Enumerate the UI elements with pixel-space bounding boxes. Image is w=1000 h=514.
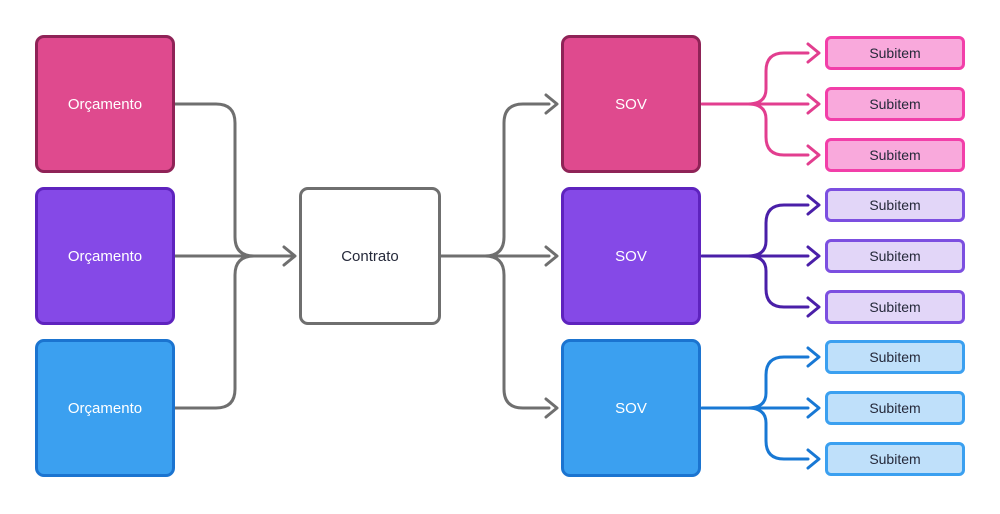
arrow-fork-to-sov2	[483, 245, 559, 267]
sov-node-2: SOV	[561, 187, 701, 325]
arrow-sov1-to-subitem3	[746, 102, 821, 166]
budget-node-3: Orçamento	[35, 339, 175, 477]
subitem-blue-1: Subitem	[825, 340, 965, 374]
subitem-blue-3: Subitem	[825, 442, 965, 476]
arrow-budget3-to-merge	[173, 254, 256, 410]
arrow-sov2-to-subitem3	[746, 254, 821, 318]
subitem-pink-3: Subitem	[825, 138, 965, 172]
arrow-sov2-to-subitem2	[746, 245, 821, 267]
subitem-blue-2: Subitem	[825, 391, 965, 425]
arrow-sov3-to-subitem2	[746, 397, 821, 419]
arrow-merge-to-contract	[252, 245, 297, 267]
subitem-pink-1: Subitem	[825, 36, 965, 70]
budget-node-1: Orçamento	[35, 35, 175, 173]
arrow-sov3-to-subitem3	[746, 406, 821, 470]
arrow-fork-to-sov3	[483, 254, 559, 419]
arrow-budget1-to-merge	[173, 102, 256, 258]
contract-node: Contrato	[299, 187, 441, 325]
sov-node-1: SOV	[561, 35, 701, 173]
arrow-sov1-to-subitem1	[746, 42, 821, 106]
subitem-purple-3: Subitem	[825, 290, 965, 324]
arrow-fork-to-sov1	[483, 93, 559, 258]
arrow-sov2-to-subitem1	[746, 194, 821, 258]
subitem-purple-2: Subitem	[825, 239, 965, 273]
subitem-purple-1: Subitem	[825, 188, 965, 222]
arrow-sov3-to-subitem1	[746, 346, 821, 410]
subitem-pink-2: Subitem	[825, 87, 965, 121]
budget-node-2: Orçamento	[35, 187, 175, 325]
arrow-sov1-to-subitem2	[746, 93, 821, 115]
sov-node-3: SOV	[561, 339, 701, 477]
